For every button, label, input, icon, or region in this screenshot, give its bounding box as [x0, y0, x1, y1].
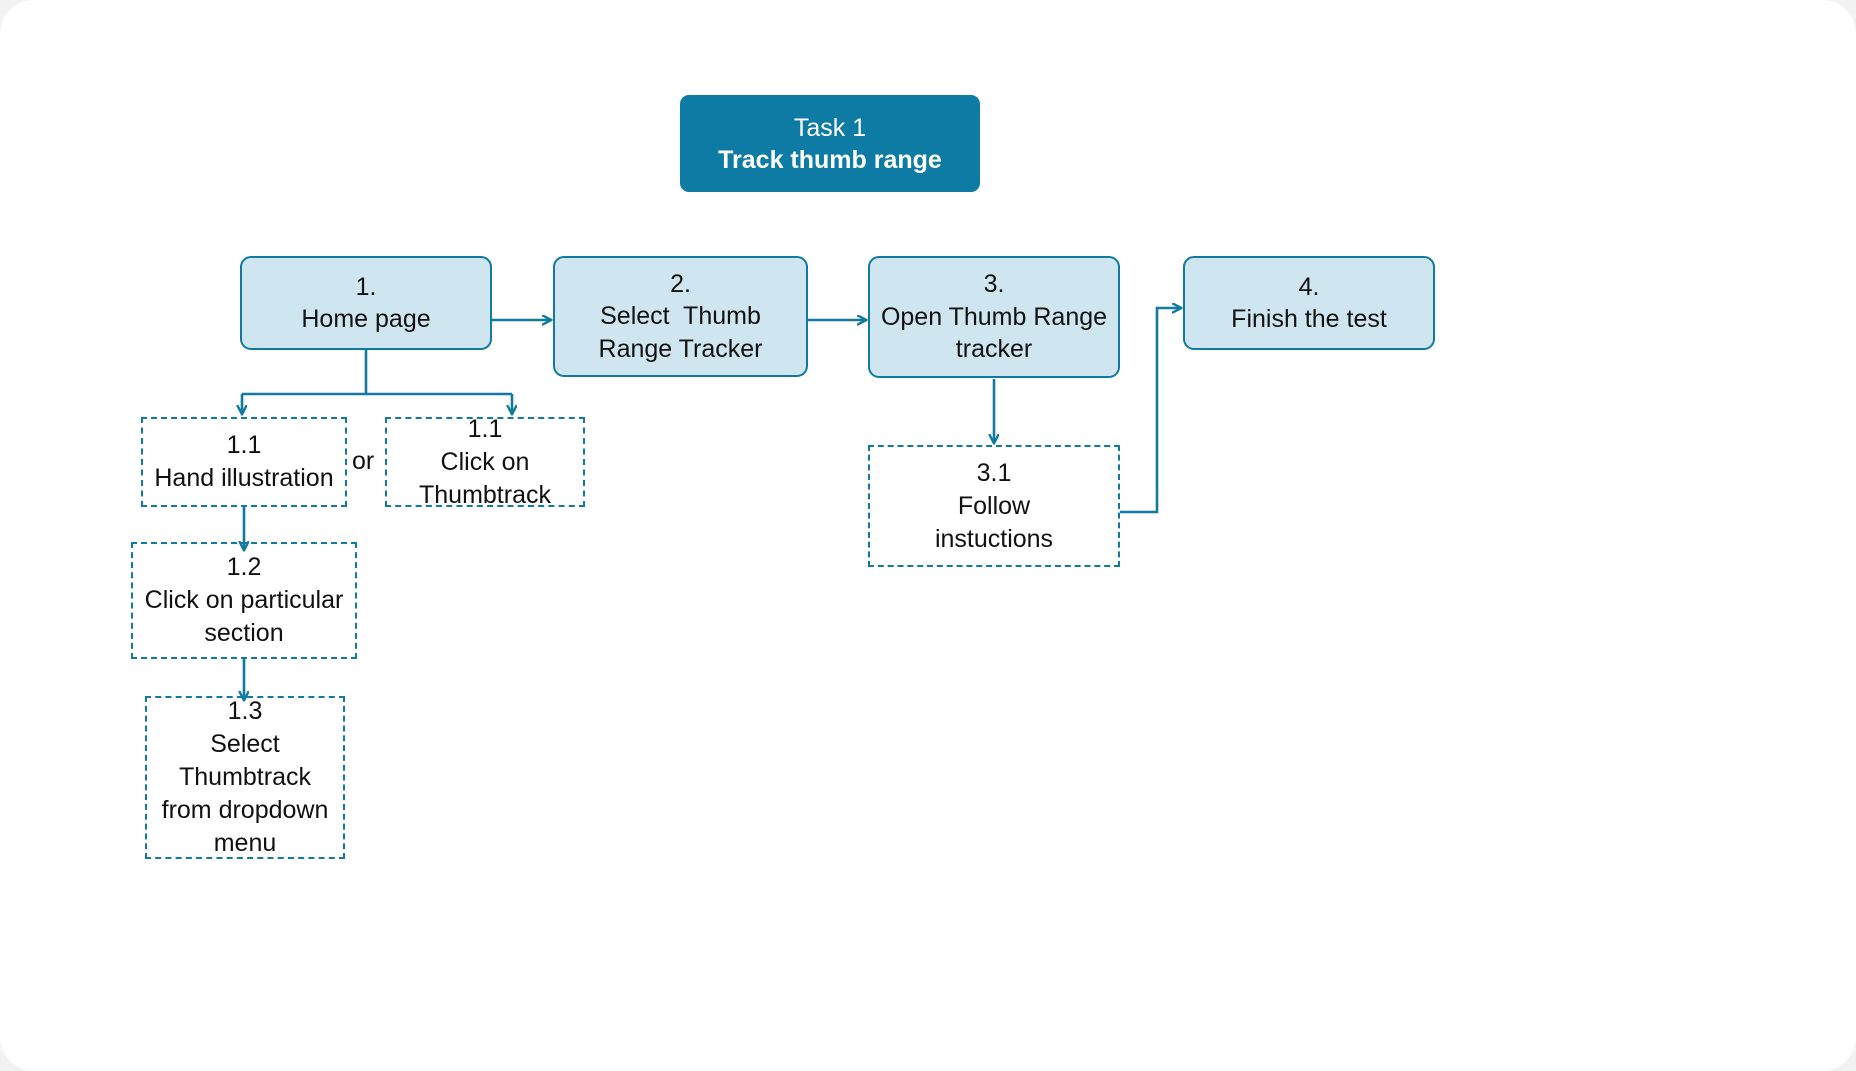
step-3-number: 3.: [983, 270, 1005, 299]
step-4-line2: Finish the test: [1231, 305, 1387, 333]
sub-step-1-2-line3: section: [204, 619, 284, 647]
sub-step-1-1b-number: 1.1: [467, 414, 503, 443]
step-box-4[interactable]: 4. Finish the test: [1183, 256, 1435, 350]
step-2-line2: Select Thumb: [600, 302, 761, 331]
step-box-2[interactable]: 2. Select Thumb Range Tracker: [553, 256, 808, 377]
sub-step-box-3-1[interactable]: 3.1 Follow instuctions: [868, 445, 1120, 567]
sub-step-1-1a-number: 1.1: [226, 431, 262, 459]
sub-step-box-1-1a[interactable]: 1.1 Hand illustration: [141, 417, 347, 507]
sub-step-1-3-line4: from dropdown: [161, 796, 329, 824]
task-title-line1: Task 1: [793, 113, 867, 142]
sub-step-1-2-line2: Click on particular: [144, 586, 344, 614]
sub-step-1-3-line2: Select: [210, 730, 280, 758]
sub-step-3-1-line2: Follow: [957, 491, 1031, 520]
sub-step-3-1-line3: instuctions: [934, 524, 1054, 553]
step-2-number: 2.: [670, 269, 691, 298]
task-title-line2: Track thumb range: [718, 145, 942, 174]
sub-step-box-1-2[interactable]: 1.2 Click on particular section: [131, 542, 357, 659]
sub-step-1-2-number: 1.2: [226, 553, 262, 581]
step-3-line3: tracker: [955, 335, 1033, 364]
branch-or-label: or: [352, 447, 375, 475]
step-1-line2: Home page: [301, 305, 431, 333]
sub-step-1-1b-line2: Click on: [440, 447, 530, 476]
sub-step-box-1-3[interactable]: 1.3 Select Thumbtrack from dropdown menu: [145, 696, 345, 859]
step-box-3[interactable]: 3. Open Thumb Range tracker: [868, 256, 1120, 378]
step-box-1[interactable]: 1. Home page: [240, 256, 492, 350]
connector-step3-1-step4: [1120, 308, 1181, 514]
step-4-number: 4.: [1298, 272, 1320, 301]
sub-step-3-1-number: 3.1: [976, 458, 1012, 487]
step-3-line2: Open Thumb Range: [880, 302, 1108, 331]
step-1-number: 1.: [355, 272, 377, 301]
step-2-line3: Range Tracker: [598, 334, 763, 363]
sub-step-1-3-line5: menu: [213, 829, 277, 857]
sub-step-1-3-number: 1.3: [227, 697, 263, 725]
task-title-box: Task 1 Track thumb range: [680, 95, 980, 192]
sub-step-1-1b-line3: Thumbtrack: [419, 480, 551, 509]
sub-step-box-1-1b[interactable]: 1.1 Click on Thumbtrack: [385, 415, 585, 509]
sub-step-1-3-line3: Thumbtrack: [179, 763, 311, 791]
sub-step-1-1a-line2: Hand illustration: [154, 464, 334, 492]
